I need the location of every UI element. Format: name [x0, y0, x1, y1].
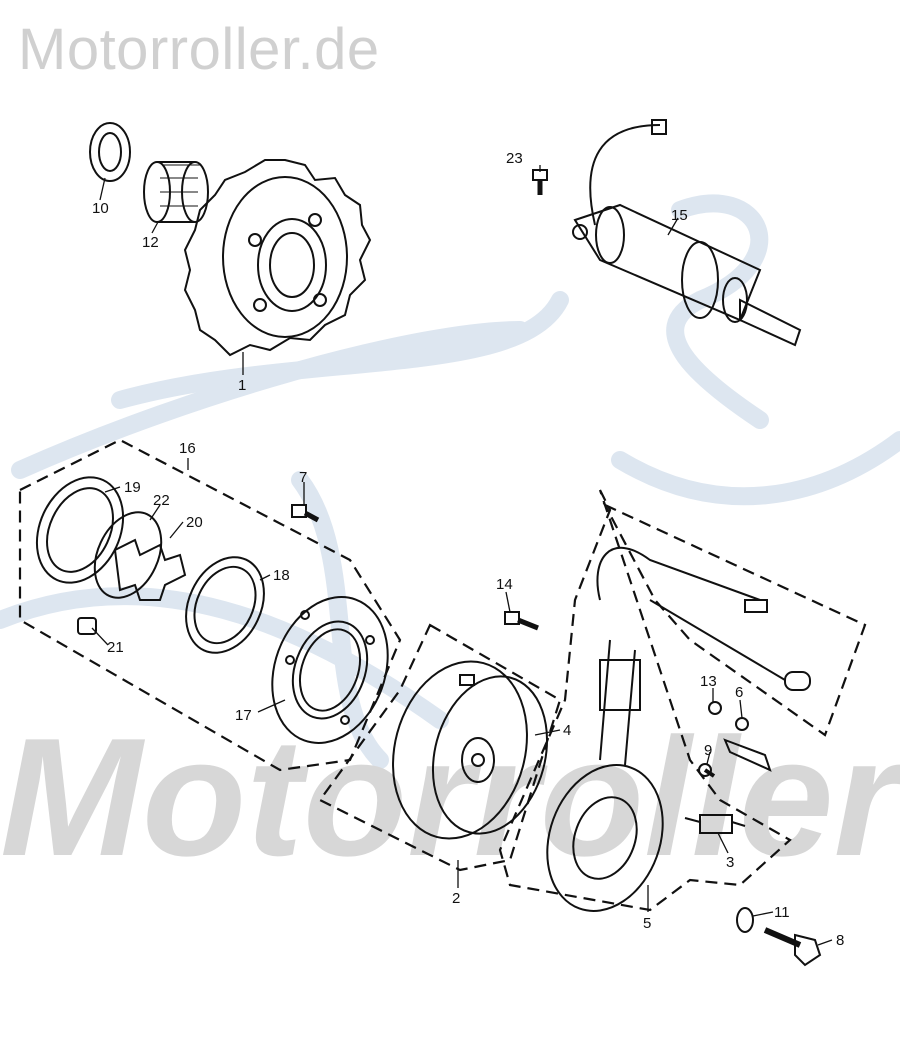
watermark-text: Motorroller	[0, 703, 900, 891]
nut-part-21	[77, 617, 97, 635]
screw-part-9	[698, 763, 716, 778]
callout-12: 12	[142, 234, 159, 251]
callout-21: 21	[107, 639, 124, 656]
wiring-outline	[602, 502, 867, 737]
starter-motor-part-15	[572, 119, 802, 347]
clutch-kit-outline-part-16	[18, 438, 402, 772]
stator-part-5	[546, 546, 811, 912]
washer-part-11	[736, 907, 754, 933]
callout-4: 4	[563, 722, 571, 739]
callout-1: 1	[238, 377, 246, 394]
callout-8: 8	[836, 932, 844, 949]
callout-16: 16	[179, 440, 196, 457]
callout-10: 10	[92, 200, 109, 217]
watermark-logo	[0, 194, 900, 769]
callout-20: 20	[186, 514, 203, 531]
callout-labels: 10 12 1 23 15 16 19 22 20 7 18 21 17 14 …	[92, 150, 844, 949]
flywheel-part-4	[392, 660, 549, 840]
callout-6: 6	[735, 684, 743, 701]
callout-3: 3	[726, 854, 734, 871]
plate-part-18	[185, 556, 265, 654]
callout-13: 13	[700, 673, 717, 690]
callout-17: 17	[235, 707, 252, 724]
callout-15: 15	[671, 207, 688, 224]
callout-9: 9	[704, 742, 712, 759]
bolt-part-7	[291, 504, 320, 523]
bolt-part-14	[504, 611, 539, 631]
leader-lines	[91, 165, 833, 946]
washer-part-10	[89, 122, 131, 182]
plate-part-22	[93, 511, 163, 599]
callout-18: 18	[273, 567, 290, 584]
callout-11: 11	[774, 904, 790, 921]
needle-bearing-part-12	[143, 161, 209, 223]
flange-part-17	[271, 596, 389, 744]
site-title: Motorroller.de	[18, 17, 380, 82]
callout-5: 5	[643, 915, 651, 932]
starter-gear-part-1	[183, 159, 372, 357]
pickup-part-3	[684, 814, 746, 834]
flywheel-assembly-outline-part-2	[318, 623, 562, 872]
callout-22: 22	[153, 492, 170, 509]
callout-23: 23	[506, 150, 523, 167]
bolt-part-23	[532, 169, 548, 195]
callout-19: 19	[124, 479, 141, 496]
screw-part-13	[708, 701, 722, 715]
ring-part-19	[35, 476, 125, 584]
callout-2: 2	[452, 890, 460, 907]
clutch-spring-part-20	[113, 538, 187, 601]
callout-7: 7	[299, 469, 307, 486]
stator-assembly-outline-part-5	[498, 489, 792, 912]
callout-14: 14	[496, 576, 513, 593]
bolt-part-8	[763, 927, 822, 967]
